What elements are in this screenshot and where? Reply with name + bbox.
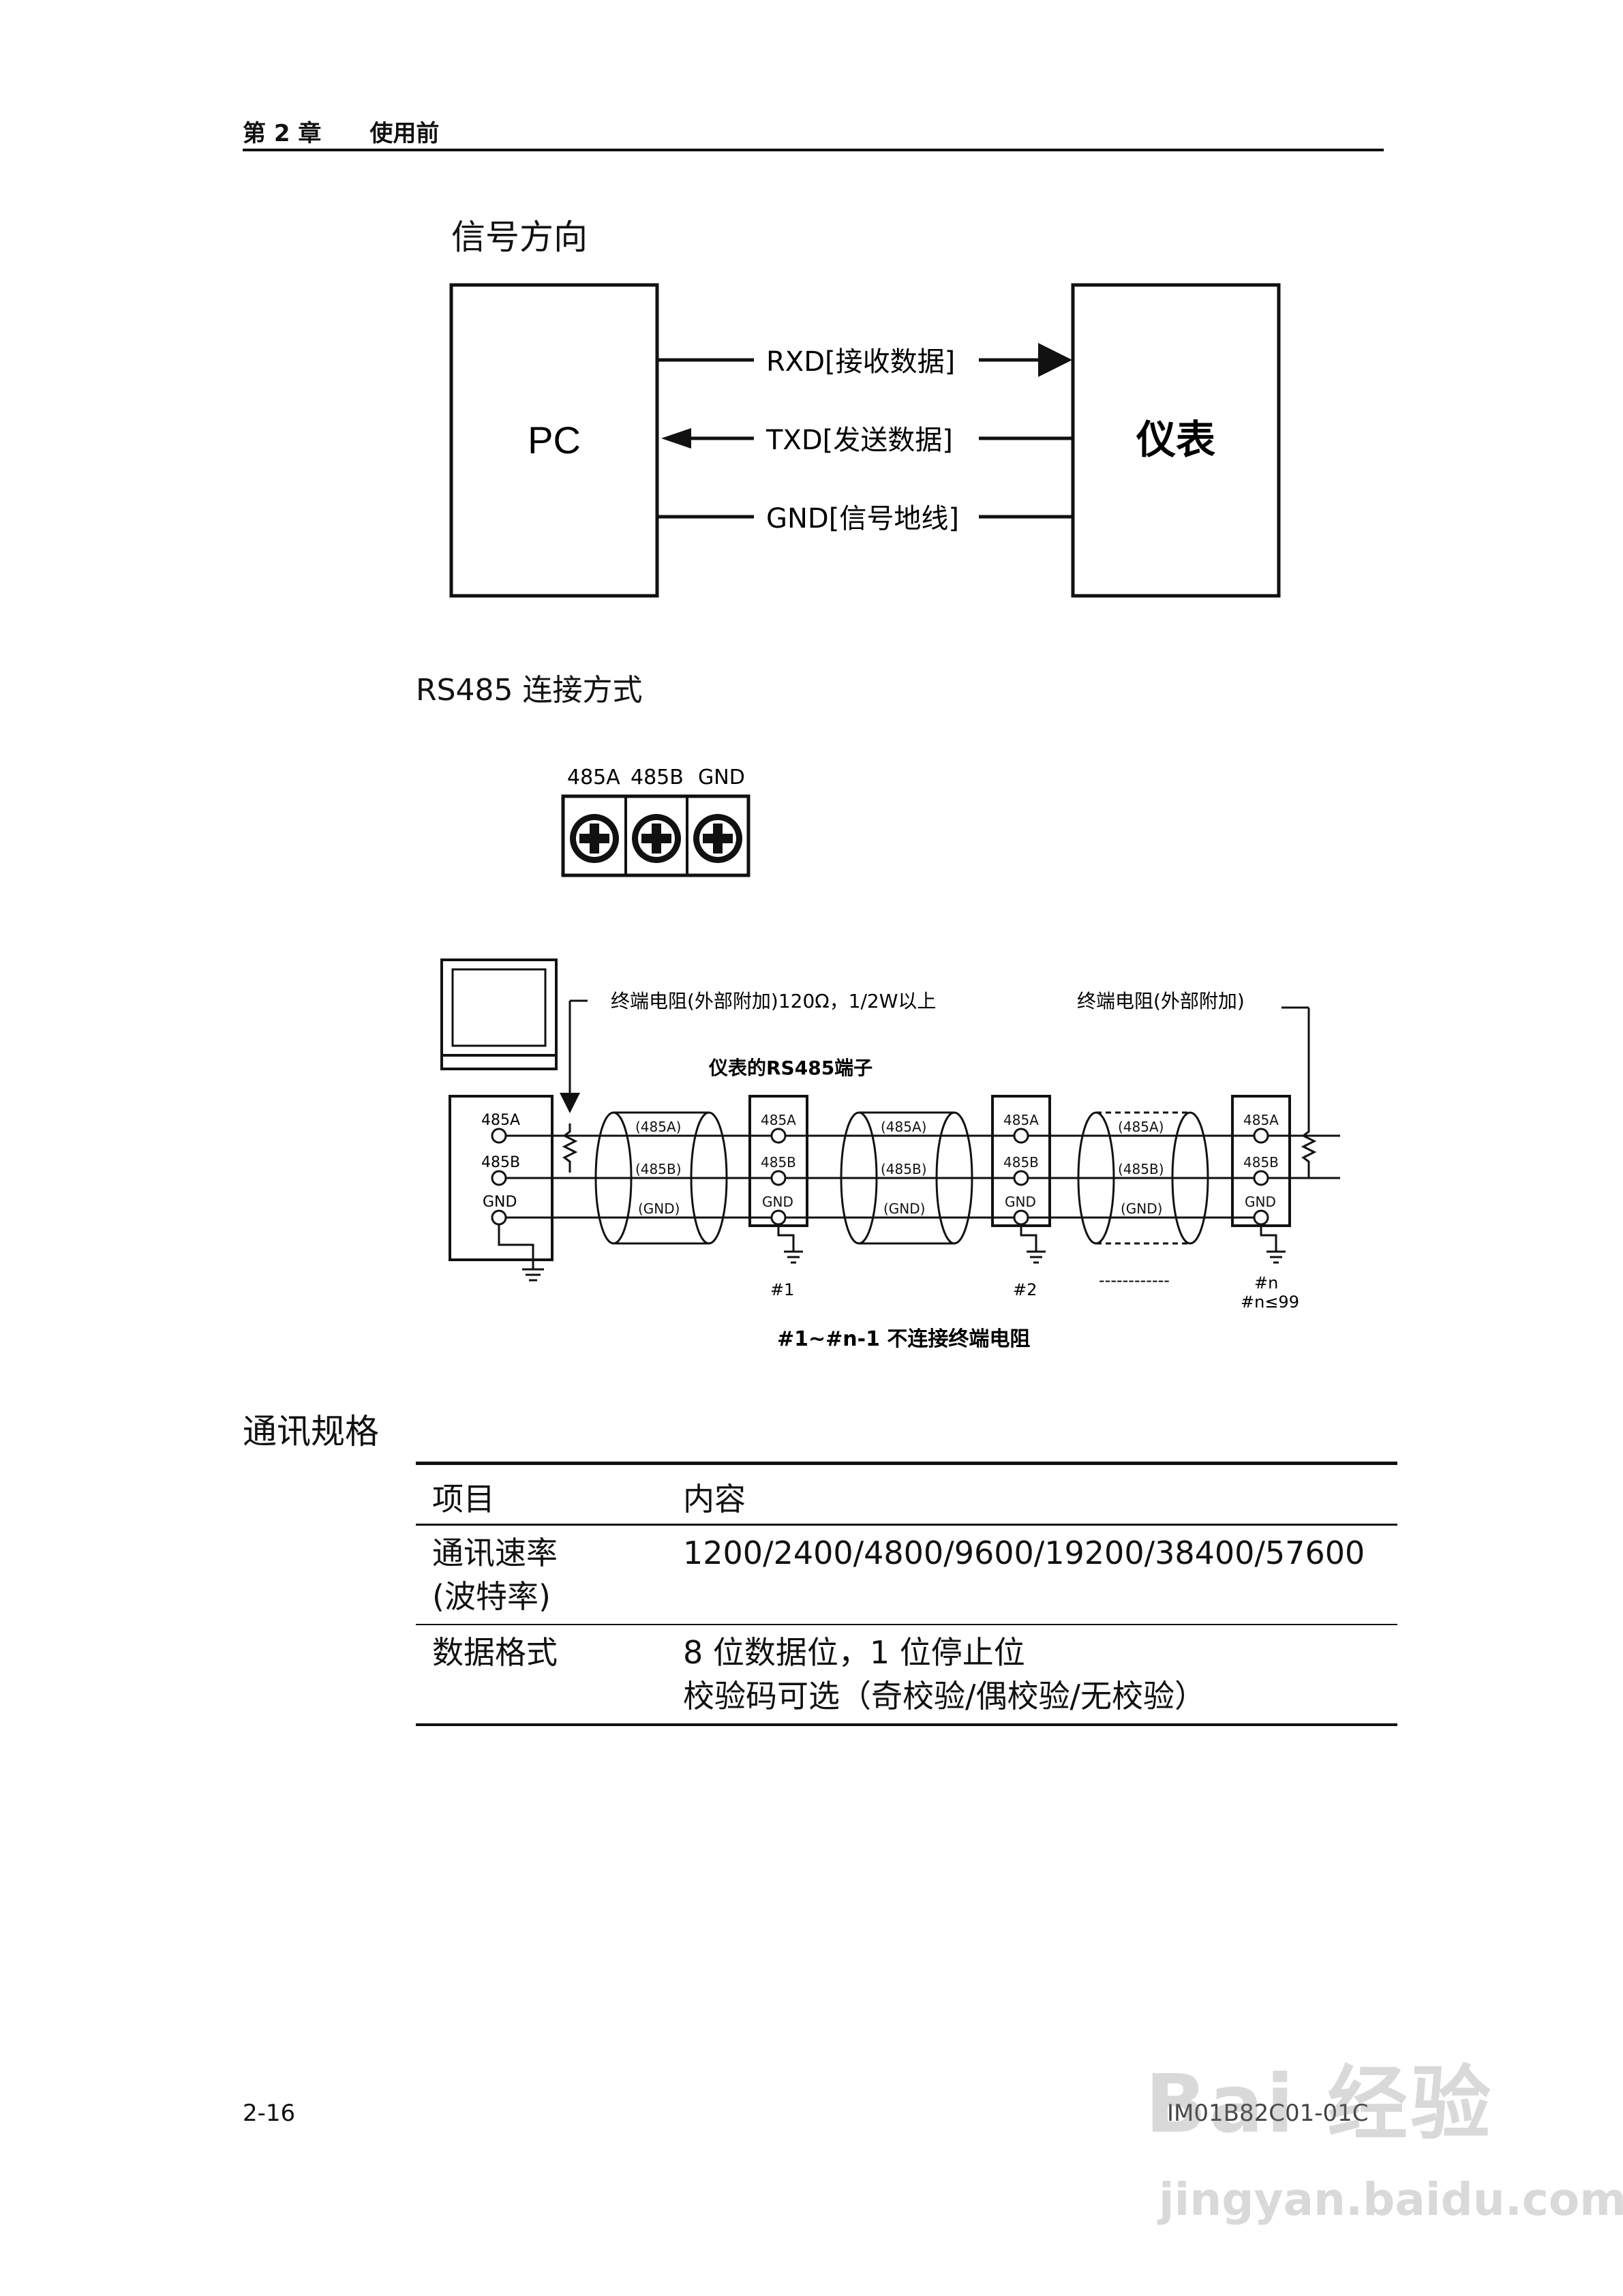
spec-table: 项目 内容 通讯速率 (波特率) 1200/2400/4800/9600/192… xyxy=(416,1462,1397,1726)
cable-label: (GND) xyxy=(883,1200,925,1217)
cable-label: (485A) xyxy=(881,1119,926,1135)
spec-title: 通讯规格 xyxy=(243,1412,379,1451)
header-rule xyxy=(243,149,1384,151)
spec-content-text: 8 位数据位，1 位停止位 xyxy=(683,1634,1025,1671)
cable-label: (GND) xyxy=(1121,1200,1162,1217)
ground-icon xyxy=(522,1260,544,1282)
instn-terminal-gnd: GND xyxy=(1245,1194,1276,1210)
computer-icon xyxy=(440,958,558,1070)
inst1-terminal-485b: 485B xyxy=(761,1154,796,1170)
cable-label: (485B) xyxy=(1118,1161,1164,1177)
terminal-label-485a: 485A xyxy=(567,766,620,789)
pc-terminal-gnd: GND xyxy=(483,1194,517,1211)
terminal-block xyxy=(561,794,750,877)
cable-label: (GND) xyxy=(638,1200,680,1217)
terminator-right-label: 终端电阻(外部附加) xyxy=(1077,990,1245,1012)
spec-item-text: 通讯速率 xyxy=(432,1535,558,1571)
device-label-n: #n xyxy=(1254,1273,1278,1293)
instrument-terminals-label: 仪表的RS485端子 xyxy=(708,1057,873,1079)
spec-content-cell: 1200/2400/4800/9600/19200/38400/57600 xyxy=(667,1525,1397,1625)
watermark-logo: Bai 经验 xyxy=(1145,2057,1494,2151)
spec-content-cell: 8 位数据位，1 位停止位 校验码可选（奇校验/偶校验/无校验） xyxy=(667,1625,1397,1725)
inst2-terminal-485b: 485B xyxy=(1003,1154,1039,1170)
inst1-terminal-485a: 485A xyxy=(761,1112,796,1128)
terminal-label-485b: 485B xyxy=(631,766,684,789)
cable-label: (485A) xyxy=(635,1119,681,1135)
screw-icon xyxy=(570,814,619,863)
spec-col-item: 项目 xyxy=(432,1481,495,1517)
device-limit: #n≤99 xyxy=(1241,1293,1299,1312)
device-ellipsis: ------------ xyxy=(1099,1271,1170,1290)
page-header: 第 2 章 使用前 xyxy=(243,115,439,148)
watermark-url: jingyan.baidu.com xyxy=(1159,2173,1623,2226)
table-row: 数据格式 8 位数据位，1 位停止位 校验码可选（奇校验/偶校验/无校验） xyxy=(416,1625,1397,1725)
spec-item-text: 数据格式 xyxy=(432,1634,558,1671)
rxd-label: RXD[接收数据] xyxy=(766,346,955,378)
spec-item-text: (波特率) xyxy=(432,1578,551,1615)
txd-arrowhead xyxy=(661,428,691,449)
chapter-label: 第 2 章 xyxy=(243,120,322,147)
txd-label: TXD[发送数据] xyxy=(765,425,953,456)
instrument-terminal-box-n xyxy=(1231,1095,1291,1264)
table-row: 通讯速率 (波特率) 1200/2400/4800/9600/19200/384… xyxy=(416,1525,1397,1625)
instrument-terminal-box-2 xyxy=(991,1095,1051,1264)
terminator-resistor-left xyxy=(562,1123,578,1173)
cable-segment xyxy=(840,1111,973,1245)
spec-item-cell: 数据格式 xyxy=(416,1625,667,1725)
spec-content-text: 校验码可选（奇校验/偶校验/无校验） xyxy=(683,1678,1206,1715)
chapter-title: 使用前 xyxy=(369,120,440,147)
pc-label: PC xyxy=(528,419,581,462)
wiring-note: #1~#n-1 不连接终端电阻 xyxy=(777,1327,1030,1351)
instrument-terminal-box-1 xyxy=(748,1095,808,1264)
screw-icon xyxy=(693,814,742,863)
pc-terminal-485b: 485B xyxy=(481,1154,520,1171)
screw-icon xyxy=(632,814,681,863)
inst2-terminal-gnd: GND xyxy=(1005,1194,1036,1210)
pc-terminal-485a: 485A xyxy=(481,1112,520,1129)
instn-terminal-485b: 485B xyxy=(1243,1154,1279,1170)
spec-content-text: 1200/2400/4800/9600/19200/38400/57600 xyxy=(683,1535,1365,1571)
page-number: 2-16 xyxy=(243,2100,296,2127)
pc-box xyxy=(449,283,659,598)
inst2-terminal-485a: 485A xyxy=(1003,1112,1039,1128)
terminal-label-gnd: GND xyxy=(698,766,745,789)
cable-segment xyxy=(594,1111,728,1245)
spec-item-cell: 通讯速率 (波特率) xyxy=(416,1525,667,1625)
spec-col-content: 内容 xyxy=(683,1481,746,1517)
instn-terminal-485a: 485A xyxy=(1243,1112,1279,1128)
cable-segment xyxy=(1077,1111,1209,1245)
gnd-label: GND[信号地线] xyxy=(766,503,959,534)
cable-label: (485B) xyxy=(635,1161,682,1177)
terminator-resistor-right xyxy=(1301,1123,1317,1178)
spec-header-row: 项目 内容 xyxy=(416,1463,1397,1525)
rs485-title: RS485 连接方式 xyxy=(416,673,643,708)
terminator-left-label: 终端电阻(外部附加)120Ω，1/2W以上 xyxy=(611,990,936,1012)
cable-label: (485A) xyxy=(1118,1119,1164,1135)
inst1-terminal-gnd: GND xyxy=(762,1194,793,1210)
device-label-2: #2 xyxy=(1013,1280,1037,1299)
device-label-1: #1 xyxy=(770,1280,794,1299)
document-id: IM01B82C01-01C xyxy=(1167,2100,1369,2127)
instrument-box xyxy=(1071,283,1281,598)
instrument-label: 仪表 xyxy=(1136,417,1215,463)
cable-label: (485B) xyxy=(881,1161,927,1177)
signal-direction-title: 信号方向 xyxy=(451,217,588,257)
